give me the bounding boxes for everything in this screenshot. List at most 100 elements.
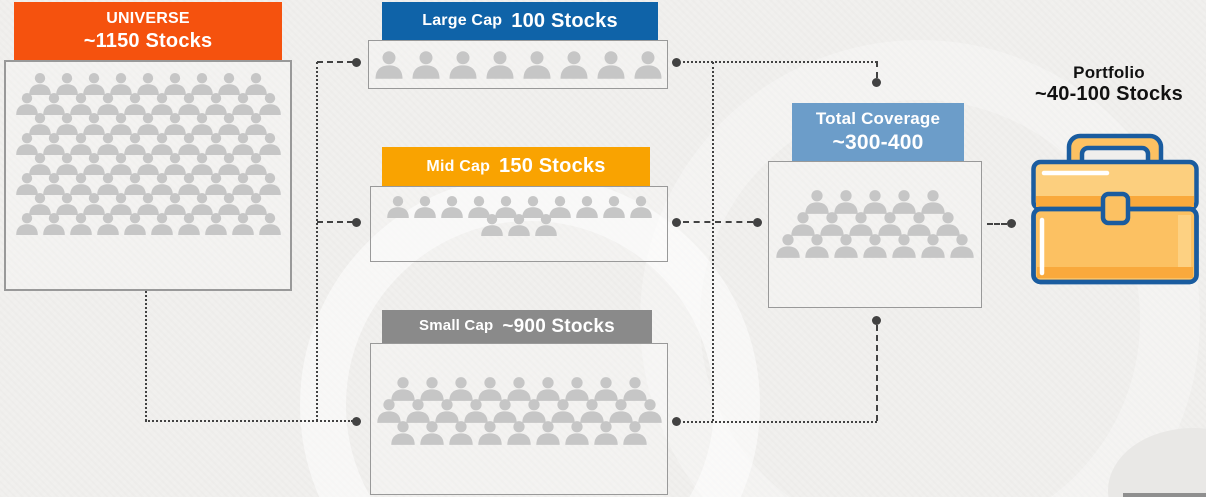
person-icon <box>492 399 517 423</box>
person-icon <box>29 73 51 95</box>
person-icon <box>42 173 65 195</box>
junction-dot <box>872 78 881 87</box>
person-icon <box>863 190 887 214</box>
people-row <box>371 214 667 236</box>
universe-header: UNIVERSE ~1150 Stocks <box>14 2 282 60</box>
person-icon <box>536 377 560 401</box>
person-icon <box>150 93 173 115</box>
person-icon <box>790 212 815 236</box>
person-icon <box>218 113 240 135</box>
people-row <box>6 213 290 235</box>
person-icon <box>110 153 132 175</box>
person-icon <box>376 399 401 423</box>
person-icon <box>191 113 213 135</box>
person-icon <box>478 421 502 445</box>
junction-dot <box>872 316 881 325</box>
person-icon <box>805 190 829 214</box>
person-icon <box>56 113 78 135</box>
person-icon <box>935 212 960 236</box>
people-row <box>769 212 981 236</box>
person-icon <box>123 173 146 195</box>
person-icon <box>776 234 800 258</box>
connector-right-trunk <box>712 62 714 421</box>
person-icon <box>123 213 146 235</box>
person-icon <box>420 421 444 445</box>
person-icon <box>56 193 78 215</box>
person-icon <box>463 399 488 423</box>
connector-to-portfolio <box>987 223 1007 225</box>
total-coverage-header: Total Coverage ~300-400 <box>792 103 964 161</box>
small-cap-header: Small Cap ~900 Stocks <box>382 310 652 343</box>
person-icon <box>231 173 254 195</box>
junction-dot <box>753 218 762 227</box>
person-icon <box>150 173 173 195</box>
person-icon <box>634 51 661 79</box>
person-icon <box>83 73 105 95</box>
person-icon <box>96 133 119 155</box>
person-icon <box>204 173 227 195</box>
people-row <box>6 153 290 175</box>
person-icon <box>258 93 281 115</box>
person-icon <box>83 153 105 175</box>
person-icon <box>191 153 213 175</box>
person-icon <box>521 399 546 423</box>
person-icon <box>245 153 267 175</box>
connector-bottom-run <box>145 420 353 422</box>
person-icon <box>231 133 254 155</box>
person-icon <box>413 196 436 218</box>
briefcase-icon <box>1031 133 1199 285</box>
people-row <box>769 190 981 214</box>
junction-dot <box>352 218 361 227</box>
person-icon <box>623 377 647 401</box>
person-icon <box>204 213 227 235</box>
large-cap-count: 100 Stocks <box>511 9 618 32</box>
person-icon <box>96 213 119 235</box>
person-icon <box>386 196 409 218</box>
person-icon <box>96 173 119 195</box>
person-icon <box>137 153 159 175</box>
person-icon <box>15 173 38 195</box>
person-icon <box>391 421 415 445</box>
person-icon <box>69 213 92 235</box>
person-icon <box>535 214 557 236</box>
person-icon <box>204 133 227 155</box>
person-icon <box>412 51 439 79</box>
person-icon <box>608 399 633 423</box>
connector-universe-drop <box>145 291 147 421</box>
person-icon <box>805 234 829 258</box>
people-row <box>769 234 981 258</box>
person-icon <box>218 73 240 95</box>
person-icon <box>560 51 587 79</box>
person-icon <box>177 93 200 115</box>
connector-top-right-run <box>683 61 877 63</box>
person-icon <box>579 399 604 423</box>
person-icon <box>258 213 281 235</box>
people-row <box>6 193 290 215</box>
person-icon <box>218 193 240 215</box>
person-icon <box>137 193 159 215</box>
person-icon <box>137 73 159 95</box>
person-icon <box>164 113 186 135</box>
person-icon <box>15 213 38 235</box>
junction-dot <box>672 218 681 227</box>
large-cap-label: Large Cap <box>422 12 503 29</box>
person-icon <box>405 399 430 423</box>
person-icon <box>597 51 624 79</box>
person-icon <box>449 377 473 401</box>
person-icon <box>440 196 463 218</box>
junction-dot <box>1007 219 1016 228</box>
person-icon <box>164 73 186 95</box>
universe-title: UNIVERSE <box>106 9 190 27</box>
small-cap-count: ~900 Stocks <box>502 315 615 337</box>
person-icon <box>258 173 281 195</box>
person-icon <box>110 113 132 135</box>
total-coverage-title: Total Coverage <box>815 109 941 129</box>
mid-cap-header: Mid Cap 150 Stocks <box>382 147 650 186</box>
person-icon <box>921 234 945 258</box>
person-icon <box>602 196 625 218</box>
people-row <box>369 51 667 79</box>
person-icon <box>863 234 887 258</box>
person-icon <box>191 73 213 95</box>
person-icon <box>575 196 598 218</box>
